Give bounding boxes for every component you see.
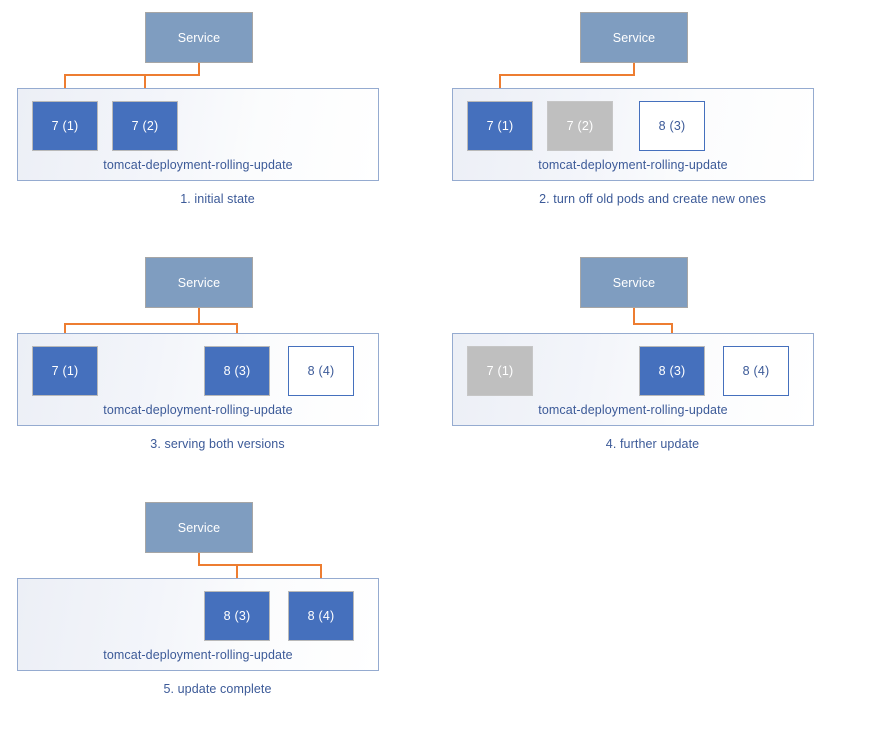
panel-5-update-complete: Service tomcat-deployment-rolling-update… bbox=[0, 490, 435, 730]
panel-caption: 4. further update bbox=[605, 437, 700, 451]
pod-label: 8 (4) bbox=[742, 364, 770, 378]
pod-label: 7 (1) bbox=[51, 119, 79, 133]
pod-8-4[interactable]: 8 (4) bbox=[288, 591, 354, 641]
panel-caption: 2. turn off old pods and create new ones bbox=[539, 192, 766, 206]
pod-7-1[interactable]: 7 (1) bbox=[32, 346, 98, 396]
panel-1-initial-state: Service tomcat-deployment-rolling-update… bbox=[0, 0, 435, 240]
deployment-label: tomcat-deployment-rolling-update bbox=[103, 648, 293, 662]
pod-7-1-terminating[interactable]: 7 (1) bbox=[467, 346, 533, 396]
deployment-label: tomcat-deployment-rolling-update bbox=[103, 158, 293, 172]
panel-3-serving-both-versions: Service tomcat-deployment-rolling-update… bbox=[0, 245, 435, 485]
pod-7-2[interactable]: 7 (2) bbox=[112, 101, 178, 151]
pod-8-4-pending[interactable]: 8 (4) bbox=[288, 346, 354, 396]
service-box[interactable]: Service bbox=[145, 12, 253, 63]
pod-label: 8 (3) bbox=[658, 119, 686, 133]
panel-caption: 5. update complete bbox=[163, 682, 272, 696]
pod-label: 7 (1) bbox=[486, 119, 514, 133]
pod-7-1[interactable]: 7 (1) bbox=[32, 101, 98, 151]
panel-2-turn-off-old-pods: Service tomcat-deployment-rolling-update… bbox=[435, 0, 870, 240]
service-box[interactable]: Service bbox=[145, 257, 253, 308]
pod-label: 8 (3) bbox=[223, 609, 251, 623]
pod-7-2-terminating[interactable]: 7 (2) bbox=[547, 101, 613, 151]
pod-8-4-pending[interactable]: 8 (4) bbox=[723, 346, 789, 396]
service-label: Service bbox=[177, 275, 221, 290]
pod-8-3[interactable]: 8 (3) bbox=[639, 346, 705, 396]
panel-4-further-update: Service tomcat-deployment-rolling-update… bbox=[435, 245, 870, 485]
pod-label: 7 (2) bbox=[131, 119, 159, 133]
deployment-label: tomcat-deployment-rolling-update bbox=[538, 158, 728, 172]
deployment-label: tomcat-deployment-rolling-update bbox=[103, 403, 293, 417]
panel-caption: 1. initial state bbox=[180, 192, 255, 206]
pod-label: 8 (4) bbox=[307, 364, 335, 378]
pod-label: 8 (3) bbox=[223, 364, 251, 378]
pod-label: 7 (1) bbox=[486, 364, 514, 378]
pod-label: 8 (3) bbox=[658, 364, 686, 378]
pod-label: 7 (2) bbox=[566, 119, 594, 133]
pod-8-3-pending[interactable]: 8 (3) bbox=[639, 101, 705, 151]
service-box[interactable]: Service bbox=[580, 257, 688, 308]
pod-label: 8 (4) bbox=[307, 609, 335, 623]
panel-caption: 3. serving both versions bbox=[150, 437, 285, 451]
service-label: Service bbox=[612, 275, 656, 290]
pod-8-3[interactable]: 8 (3) bbox=[204, 591, 270, 641]
service-label: Service bbox=[177, 30, 221, 45]
service-box[interactable]: Service bbox=[580, 12, 688, 63]
pod-8-3[interactable]: 8 (3) bbox=[204, 346, 270, 396]
pod-label: 7 (1) bbox=[51, 364, 79, 378]
service-box[interactable]: Service bbox=[145, 502, 253, 553]
pod-7-1[interactable]: 7 (1) bbox=[467, 101, 533, 151]
service-label: Service bbox=[177, 520, 221, 535]
service-label: Service bbox=[612, 30, 656, 45]
deployment-label: tomcat-deployment-rolling-update bbox=[538, 403, 728, 417]
